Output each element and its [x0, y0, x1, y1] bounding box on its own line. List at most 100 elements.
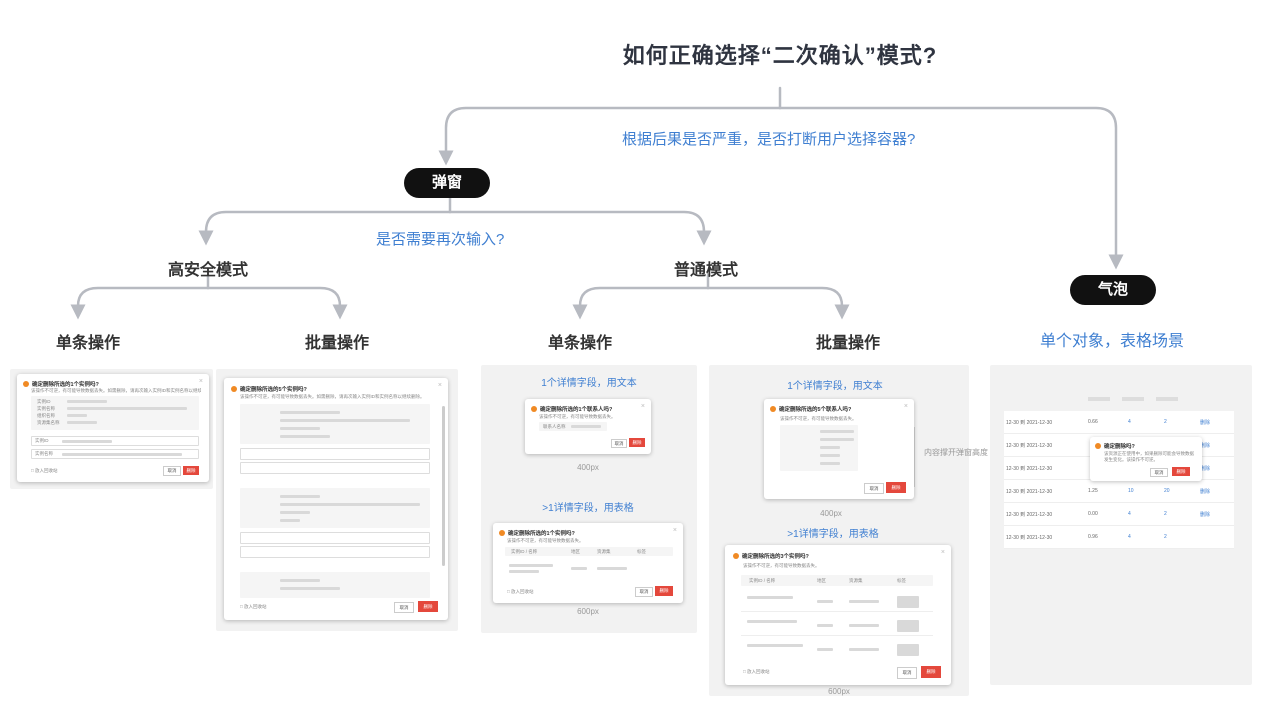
redacted-value — [280, 419, 410, 422]
cancel-button[interactable]: 取消 — [864, 483, 884, 494]
delete-button[interactable]: 删除 — [921, 666, 941, 678]
cancel-button[interactable]: 取消 — [394, 602, 414, 613]
redacted-value — [897, 596, 919, 608]
redacted-value — [67, 407, 187, 410]
close-icon[interactable]: × — [437, 382, 442, 389]
contact-info-box: 联系人名称 — [539, 422, 607, 431]
instance-info-box: 实例ID 实例名称 组织名称 资源集名称 — [31, 396, 199, 430]
redacted-value — [280, 435, 330, 438]
dialog-subtitle: 该操作不可逆，有可能导致数据丢失。 — [780, 416, 857, 421]
cancel-button[interactable]: 取消 — [163, 466, 181, 476]
cell-date: 12-30 到 2021-12-30 — [1006, 488, 1053, 495]
delete-button[interactable]: 删除 — [886, 482, 906, 493]
close-icon[interactable]: × — [640, 403, 645, 410]
redacted-value — [280, 519, 300, 522]
redacted-header — [1088, 397, 1110, 401]
delete-button[interactable]: 删除 — [183, 466, 199, 475]
recycle-label: 放入回收站 — [34, 468, 58, 473]
instance-name-input[interactable] — [240, 546, 430, 558]
normal-single-text-dialog: 确定删除所选的1个联系人吗? × 该操作不可逆，有可能导致数据丢失。 联系人名称… — [525, 399, 651, 454]
cell-count-b: 20 — [1164, 488, 1170, 494]
dialog-title: 确定删除所选的5个实例吗? — [231, 385, 307, 393]
instance-id-input[interactable] — [240, 448, 430, 460]
caption-width-400: 400px — [820, 509, 842, 518]
instance-id-input[interactable]: 实例ID — [31, 436, 199, 446]
caption-multi-field-table: >1详情字段，用表格 — [787, 529, 879, 540]
cell-count-a: 4 — [1128, 511, 1131, 517]
scrollbar[interactable] — [442, 406, 445, 566]
cell-date: 12-30 到 2021-12-30 — [1006, 442, 1053, 449]
caption-one-field-text: 1个详情字段，用文本 — [541, 378, 637, 389]
input-label: 实例名称 — [35, 451, 53, 456]
redacted-header — [1156, 397, 1178, 401]
col-region: 地区 — [571, 549, 580, 554]
dialog-title-text: 确定删除所选的1个实例吗? — [508, 531, 575, 537]
dialog-title-text: 确定删除所选的3个实例吗? — [742, 554, 809, 560]
hs-batch-dialog: 确定删除所选的5个实例吗? × 该操作不可逆，有可能导致数据丢失。如需删除，请再… — [224, 378, 448, 620]
instance-info-box — [240, 404, 430, 444]
instance-name-input[interactable]: 实例名称 — [31, 449, 199, 459]
delete-link[interactable]: 删除 — [1200, 465, 1211, 472]
delete-link[interactable]: 删除 — [1200, 488, 1211, 495]
close-icon[interactable]: × — [672, 527, 677, 534]
cancel-button[interactable]: 取消 — [611, 439, 627, 448]
redacted-value — [571, 425, 601, 428]
redacted-value — [67, 400, 107, 403]
warning-icon — [1095, 443, 1101, 449]
dialog-subtitle: 该操作不可逆，有可能导致数据丢失。如需删除，请再次输入实例ID和实例名称以继续删… — [240, 394, 425, 399]
close-icon[interactable]: × — [940, 549, 945, 556]
close-icon[interactable]: × — [198, 378, 203, 385]
redacted-value — [280, 587, 340, 590]
height-bracket — [914, 427, 917, 487]
delete-link[interactable]: 删除 — [1200, 419, 1211, 426]
instance-name-input[interactable] — [240, 462, 430, 474]
cell-count-b: 2 — [1164, 419, 1167, 425]
redacted-value — [897, 644, 919, 656]
col-resource-set: 资源集 — [597, 549, 611, 554]
redacted-value — [817, 624, 833, 627]
redacted-value — [509, 570, 539, 573]
node-modal-label: 弹窗 — [431, 174, 462, 191]
redacted-value — [820, 430, 854, 433]
col-region: 地区 — [817, 578, 826, 583]
recycle-checkbox[interactable]: □ 放入回收站 — [31, 468, 58, 473]
redacted-value — [67, 414, 87, 417]
redacted-value — [820, 446, 840, 449]
table-row — [741, 613, 933, 636]
delete-button[interactable]: 删除 — [1172, 467, 1190, 476]
redacted-value — [280, 511, 310, 514]
node-normal-batch: 批量操作 — [815, 335, 881, 352]
cell-count-a: 4 — [1128, 534, 1131, 540]
delete-button[interactable]: 删除 — [655, 586, 673, 596]
redacted-value — [280, 411, 340, 414]
redacted-value — [280, 427, 320, 430]
close-icon[interactable]: × — [903, 403, 908, 410]
delete-link[interactable]: 删除 — [1200, 442, 1211, 449]
delete-link[interactable]: 删除 — [1200, 511, 1211, 518]
recycle-label: 放入回收站 — [243, 604, 267, 609]
delete-button[interactable]: 删除 — [629, 438, 645, 447]
normal-batch-text-dialog: 确定删除所选的5个联系人吗? × 该操作不可逆，有可能导致数据丢失。 取消 删除 — [764, 399, 914, 499]
instance-info-box — [240, 572, 430, 598]
warning-icon — [23, 381, 29, 387]
cancel-button[interactable]: 取消 — [1150, 468, 1168, 477]
dialog-title: 确定删除所选的1个实例吗? — [499, 529, 575, 537]
instance-id-input[interactable] — [240, 532, 430, 544]
cancel-button[interactable]: 取消 — [897, 667, 917, 679]
node-bubble: 气泡 — [1070, 275, 1156, 305]
caption-one-field-text: 1个详情字段，用文本 — [787, 381, 883, 392]
redacted-value — [280, 503, 420, 506]
label-contact: 联系人名称 — [543, 424, 566, 429]
dialog-subtitle: 该操作不可逆，有可能导致数据丢失。 — [539, 414, 616, 419]
recycle-checkbox[interactable]: □ 放入回收站 — [240, 604, 267, 609]
redacted-value — [849, 624, 879, 627]
recycle-checkbox[interactable]: □ 放入回收站 — [743, 669, 770, 674]
delete-button[interactable]: 删除 — [418, 601, 438, 612]
recycle-checkbox[interactable]: □ 放入回收站 — [507, 589, 534, 594]
redacted-value — [280, 495, 320, 498]
cancel-button[interactable]: 取消 — [635, 587, 653, 597]
col-resource-set: 资源集 — [849, 578, 863, 583]
warning-icon — [499, 530, 505, 536]
